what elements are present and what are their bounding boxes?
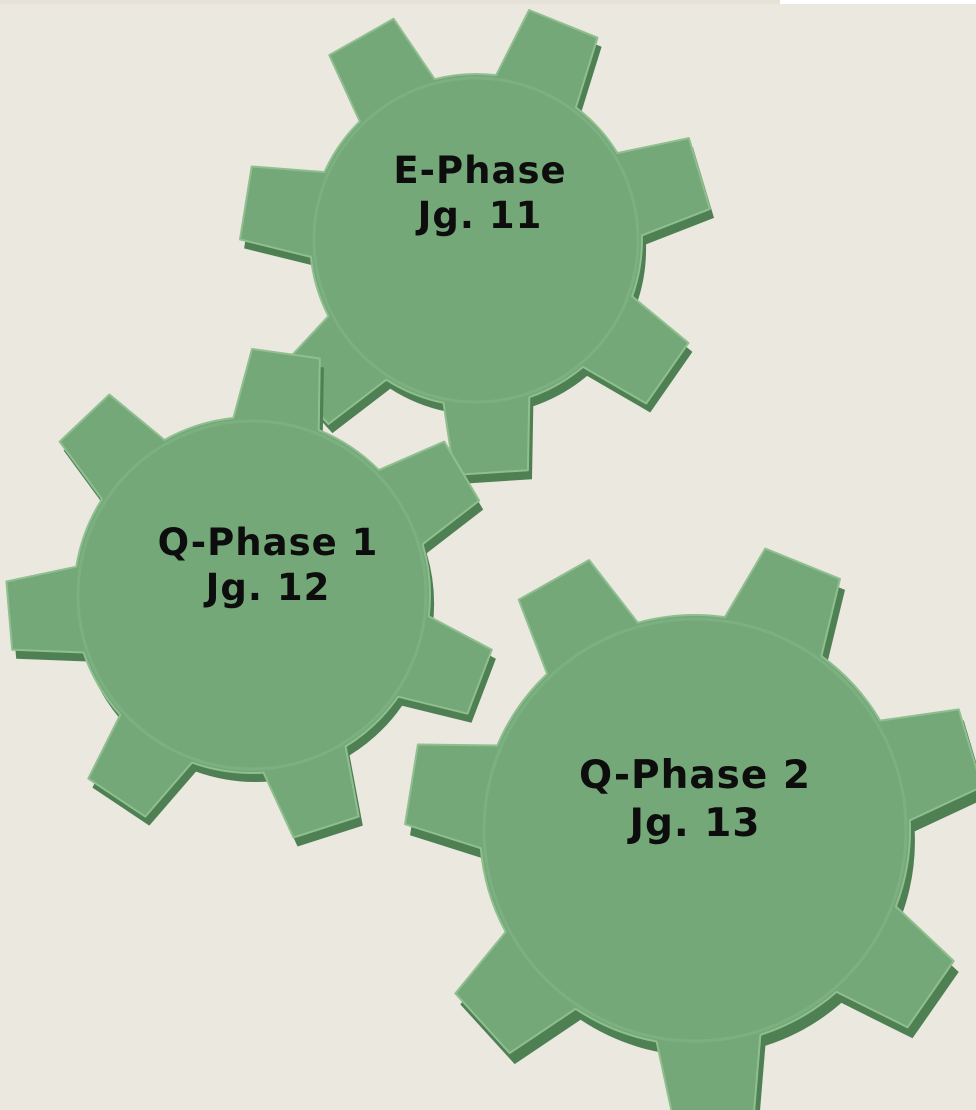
gear-bevel	[76, 419, 428, 771]
gear-face	[404, 547, 976, 1110]
gear-subtitle: Jg. 12	[205, 566, 331, 610]
gear-face	[5, 348, 493, 839]
gear-subtitle: Jg. 11	[417, 194, 543, 238]
gear-title: Q-Phase 1	[157, 521, 379, 564]
gear-subtitle: Jg. 13	[629, 800, 761, 846]
gear-icon	[404, 547, 976, 1110]
gear-bevel	[312, 76, 640, 404]
gear-face	[239, 9, 711, 476]
gear-icon	[5, 348, 496, 847]
top-border-light	[780, 0, 976, 4]
gear-label-q-phase-2: Q-Phase 2 Jg. 13	[560, 752, 830, 847]
gear-label-q-phase-1: Q-Phase 1 Jg. 12	[133, 520, 403, 610]
gear-bevel	[482, 617, 908, 1043]
top-border	[0, 0, 780, 4]
gear-icon	[239, 9, 714, 484]
gear-title: Q-Phase 2	[578, 753, 812, 798]
gear-title: E-Phase	[393, 149, 567, 192]
gear-label-e-phase: E-Phase Jg. 11	[380, 148, 580, 238]
